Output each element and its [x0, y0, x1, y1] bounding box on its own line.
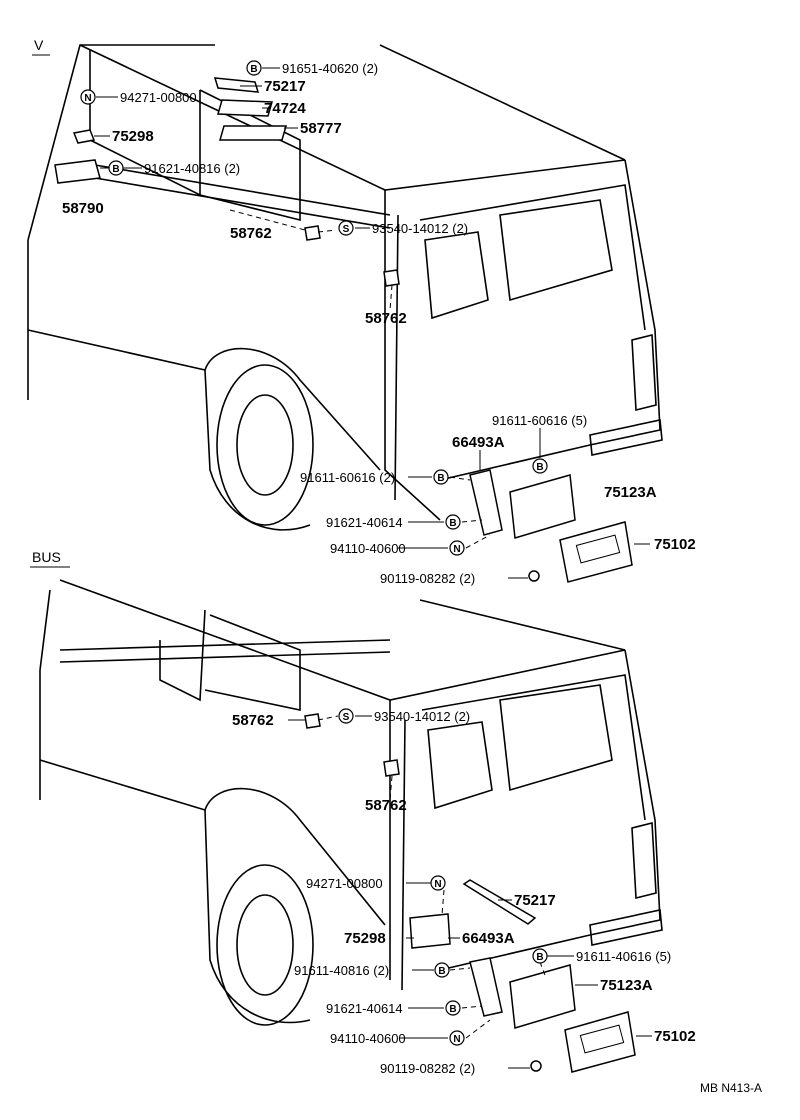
- part-74724-cover: [217, 99, 273, 117]
- part-label: 94271-00800: [120, 90, 197, 105]
- part-label: 58762: [230, 225, 272, 242]
- bus-body: [39, 579, 663, 1026]
- part-label: 91621-40614: [326, 1001, 403, 1016]
- part-75217-roof-bracket: [213, 77, 260, 93]
- nut-symbol: N: [80, 89, 96, 105]
- svg-text:B: B: [438, 966, 445, 977]
- svg-text:N: N: [434, 879, 441, 890]
- part-labels-van: 91651-40620 (2) 75217 94271-00800 74724 …: [62, 61, 696, 586]
- svg-text:N: N: [453, 1034, 460, 1045]
- roof-parts: [54, 77, 400, 287]
- bolt-symbol: B: [434, 962, 450, 978]
- svg-text:B: B: [536, 952, 543, 963]
- part-75102-frame: [559, 521, 633, 583]
- part-66493a-bracket: [469, 957, 503, 1017]
- bolt-symbol: B: [246, 60, 262, 76]
- bolt-symbol: B: [445, 1000, 461, 1016]
- part-label: 75298: [344, 930, 386, 947]
- van-body: [27, 44, 663, 531]
- part-58777-plate: [219, 125, 287, 141]
- part-label: 58790: [62, 200, 104, 217]
- part-label: 75123A: [604, 484, 657, 501]
- part-label: 58762: [232, 712, 274, 729]
- part-75123a-base: [509, 474, 576, 539]
- part-label: 75298: [112, 128, 154, 145]
- svg-text:B: B: [449, 518, 456, 529]
- part-58762-clip-b: [383, 759, 400, 777]
- svg-text:B: B: [536, 462, 543, 473]
- nut-symbol: N: [430, 875, 446, 891]
- part-label: 94110-40600: [330, 1031, 406, 1046]
- part-label: 75102: [654, 1028, 696, 1045]
- part-75298-bracket: [409, 913, 451, 949]
- diagram-reference-code: MB N413-A: [700, 1081, 762, 1095]
- part-label: 91611-60616 (2): [300, 470, 395, 485]
- part-labels-bus: 58762 93540-14012 (2) 58762 94271-00800 …: [232, 709, 696, 1076]
- svg-text:B: B: [250, 64, 257, 75]
- screw-symbol: S: [338, 220, 354, 236]
- svg-text:B: B: [112, 164, 119, 175]
- plate-assembly-van: [469, 469, 633, 583]
- clips-bus: [304, 713, 400, 777]
- part-label: 91611-60616 (5): [492, 413, 587, 428]
- svg-text:N: N: [453, 544, 460, 555]
- part-label: 74724: [264, 100, 306, 117]
- svg-text:N: N: [84, 93, 91, 104]
- part-label: 94271-00800: [306, 876, 383, 891]
- bolt-symbol: B: [532, 458, 548, 474]
- part-75102-frame: [564, 1011, 636, 1073]
- screw-symbol: S: [338, 708, 354, 724]
- part-58790-bracket: [54, 159, 101, 184]
- part-label: 93540-14012 (2): [374, 709, 470, 724]
- svg-text:B: B: [437, 473, 444, 484]
- part-75123a-base: [509, 964, 576, 1029]
- part-label: 75217: [264, 78, 306, 95]
- part-66493a-bracket: [469, 469, 503, 536]
- part-label: 75217: [514, 892, 556, 909]
- bolt-symbol: B: [433, 469, 449, 485]
- nut-symbol: N: [449, 540, 465, 556]
- part-58762-clip-b: [383, 269, 400, 287]
- part-58762-clip-a: [304, 713, 321, 729]
- section-label-bus: BUS: [32, 549, 61, 565]
- part-label: 91611-40816 (2): [294, 963, 389, 978]
- part-75298-clip: [72, 129, 96, 144]
- part-label: 91611-40616 (5): [576, 949, 671, 964]
- part-label: 91651-40620 (2): [282, 61, 378, 76]
- bolt-symbol: B: [108, 160, 124, 176]
- part-58762-clip-a: [304, 225, 321, 241]
- part-label: 58777: [300, 120, 342, 137]
- part-90119-bolt: [530, 1060, 542, 1072]
- part-label: 75123A: [600, 977, 653, 994]
- nut-symbol: N: [449, 1030, 465, 1046]
- plate-assembly-bus: [409, 879, 636, 1073]
- part-label: 93540-14012 (2): [372, 221, 468, 236]
- part-label: 66493A: [462, 930, 515, 947]
- part-90119-bolt: [528, 570, 540, 582]
- part-label: 58762: [365, 797, 407, 814]
- part-label: 91621-40816 (2): [144, 161, 240, 176]
- part-label: 90119-08282 (2): [380, 1061, 475, 1076]
- leader-lines-bus: [288, 715, 652, 1069]
- part-75217-bar: [462, 879, 537, 925]
- part-label: 75102: [654, 536, 696, 553]
- part-label: 58762: [365, 310, 407, 327]
- svg-text:B: B: [449, 1004, 456, 1015]
- part-label: 94110-40600: [330, 541, 406, 556]
- svg-text:S: S: [343, 712, 350, 723]
- part-label: 66493A: [452, 434, 505, 451]
- section-label-van: V: [34, 37, 44, 53]
- part-label: 91621-40614: [326, 515, 403, 530]
- bolt-symbol: B: [445, 514, 461, 530]
- van-section: V: [27, 37, 696, 586]
- bolt-symbol: B: [532, 948, 548, 964]
- bus-section: BUS: [30, 549, 696, 1076]
- symbols-van: B N B S B B B N: [80, 60, 548, 556]
- svg-text:S: S: [343, 224, 350, 235]
- part-label: 90119-08282 (2): [380, 571, 475, 586]
- symbols-bus: S N B B B N: [338, 708, 548, 1046]
